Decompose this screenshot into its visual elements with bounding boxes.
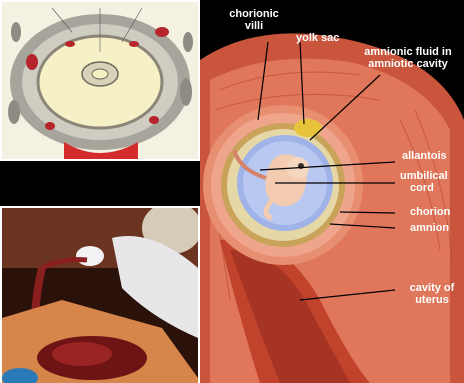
label-yolk-sac: yolk sac bbox=[296, 32, 339, 44]
label-chorion: chorion bbox=[410, 206, 450, 218]
label-amnion: amnion bbox=[410, 222, 449, 234]
label-amnionic-fluid: amnionic fluid in amniotic cavity bbox=[352, 46, 464, 70]
label-allantois: allantois bbox=[402, 150, 447, 162]
uterus-diagram: chorionic villi yolk sac amnionic fluid … bbox=[200, 0, 464, 383]
label-chorionic-villi: chorionic villi bbox=[222, 8, 286, 32]
placenta-photo-image bbox=[0, 206, 200, 383]
histology-cross-section-image bbox=[0, 0, 200, 161]
placenta-photo-drawing bbox=[2, 208, 198, 383]
label-umbilical-cord: umbilical cord bbox=[400, 170, 464, 194]
label-cavity-of-uterus: cavity of uterus bbox=[400, 282, 464, 306]
histology-drawing bbox=[2, 2, 198, 159]
